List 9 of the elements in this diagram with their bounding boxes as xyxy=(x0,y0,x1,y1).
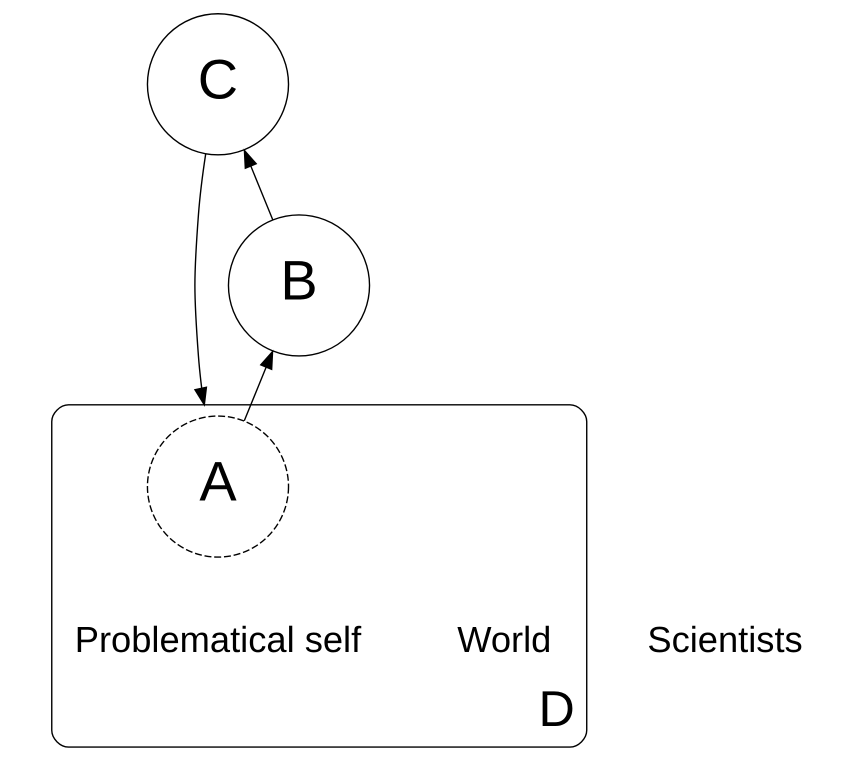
node-circle: C xyxy=(146,13,289,156)
node-circle: B xyxy=(227,214,370,357)
node-label: Problematical self xyxy=(74,618,361,660)
arrow xyxy=(193,154,207,407)
arrow xyxy=(243,350,273,422)
node-label: World xyxy=(456,618,551,660)
node-circle: A xyxy=(146,415,289,558)
label: Scientists xyxy=(646,618,802,660)
arrow xyxy=(243,148,273,220)
